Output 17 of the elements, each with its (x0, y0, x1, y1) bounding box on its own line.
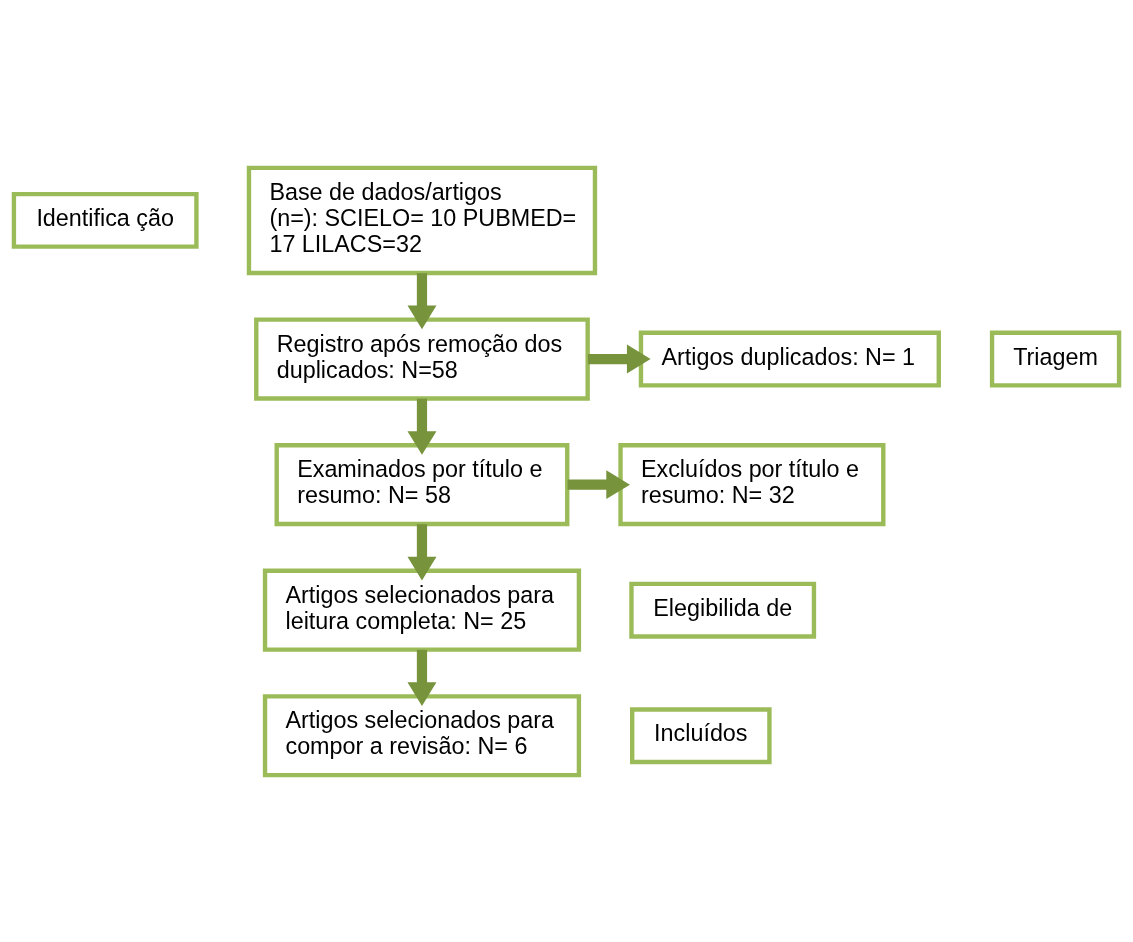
arrow (567, 469, 630, 499)
node-box: Incluídos (630, 706, 772, 764)
node-box: Examinados por título e resumo: N= 58 (274, 442, 570, 526)
arrow (407, 272, 437, 329)
arrow (587, 344, 651, 374)
arrow (407, 649, 437, 706)
arrow (407, 398, 437, 455)
node-box: Excluídos por título e resumo: N= 32 (618, 442, 886, 526)
node-box: Triagem (989, 330, 1122, 388)
node-box: Artigos selecionados para compor a revisão: N= 6 (262, 693, 582, 777)
node-box: Artigos selecionados para leitura completa: N= 25 (262, 568, 582, 652)
arrow (407, 523, 437, 580)
node-box: Base de dados/artigos (n=): SCIELO= 10 PUBMED= 17 LILACS=32 (246, 165, 598, 275)
node-box: Elegibilida de (629, 581, 817, 639)
node-box: Registro após remoção dos duplicados: N=58 (254, 317, 590, 401)
node-box: Artigos duplicados: N= 1 (638, 330, 941, 388)
node-box: Identifica ção (11, 191, 199, 249)
